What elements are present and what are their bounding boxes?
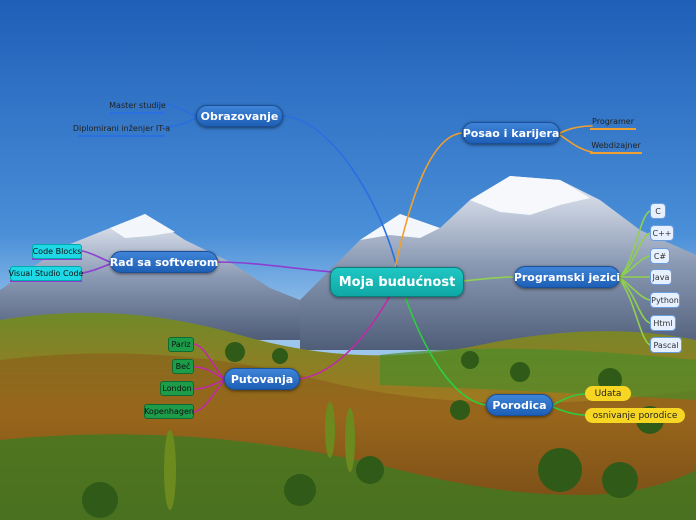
link-career <box>394 132 463 269</box>
link-software-vscode <box>81 263 111 274</box>
subtopic-lang-csharp[interactable]: C# <box>650 248 670 264</box>
link-education <box>281 115 398 269</box>
central-topic[interactable]: Moja budućnost <box>330 267 464 297</box>
subtopic-london[interactable]: London <box>160 381 194 396</box>
link-software-codeblocks <box>81 250 111 263</box>
link-software <box>217 261 333 273</box>
link-family-osnivanje <box>552 406 586 416</box>
link-career-programer <box>559 125 593 134</box>
topic-programming-languages[interactable]: Programski jezici <box>514 266 620 288</box>
subtopic-lang-html[interactable]: Html <box>650 315 676 331</box>
subtopic-lang-c[interactable]: C <box>650 203 666 219</box>
subtopic-lang-cpp[interactable]: C++ <box>650 225 674 241</box>
link-education-diploma <box>161 117 197 128</box>
topic-software[interactable]: Rad sa softverom <box>110 251 218 273</box>
subtopic-bec[interactable]: Beč <box>172 359 194 374</box>
link-education-master <box>161 103 197 117</box>
subtopic-code-blocks[interactable]: Code Blocks <box>32 244 82 259</box>
topic-family[interactable]: Porodica <box>486 394 553 416</box>
subtopic-lang-pascal[interactable]: Pascal <box>650 337 682 353</box>
link-travel-items <box>193 343 225 413</box>
link-languages-items <box>619 210 651 346</box>
topic-education[interactable]: Obrazovanje <box>196 105 283 127</box>
link-family-udata <box>552 393 586 406</box>
topic-career[interactable]: Posao i karijera <box>462 122 560 144</box>
subtopic-pariz[interactable]: Pariz <box>168 337 194 352</box>
subtopic-webdizajner[interactable]: Webdizajner <box>591 140 641 150</box>
subtopic-lang-java[interactable]: Java <box>650 269 672 285</box>
subtopic-udata[interactable]: Udata <box>585 386 631 401</box>
subtopic-lang-python[interactable]: Python <box>650 292 680 308</box>
link-career-webdizajner <box>559 134 593 153</box>
link-languages <box>461 276 515 282</box>
link-travel <box>299 295 391 380</box>
topic-travel[interactable]: Putovanja <box>224 368 300 390</box>
subtopic-programer[interactable]: Programer <box>592 116 634 126</box>
subtopic-kopenhagen[interactable]: Kopenhagen <box>144 404 194 419</box>
link-family <box>404 295 487 406</box>
subtopic-master-studije[interactable]: Master studije <box>109 100 166 110</box>
subtopic-osnivanje-porodice[interactable]: osnivanje porodice <box>585 408 685 423</box>
subtopic-visual-studio-code[interactable]: Visual Studio Code <box>9 266 83 281</box>
subtopic-diplomirani-inzenjer[interactable]: Diplomirani inženjer IT-a <box>72 123 171 133</box>
